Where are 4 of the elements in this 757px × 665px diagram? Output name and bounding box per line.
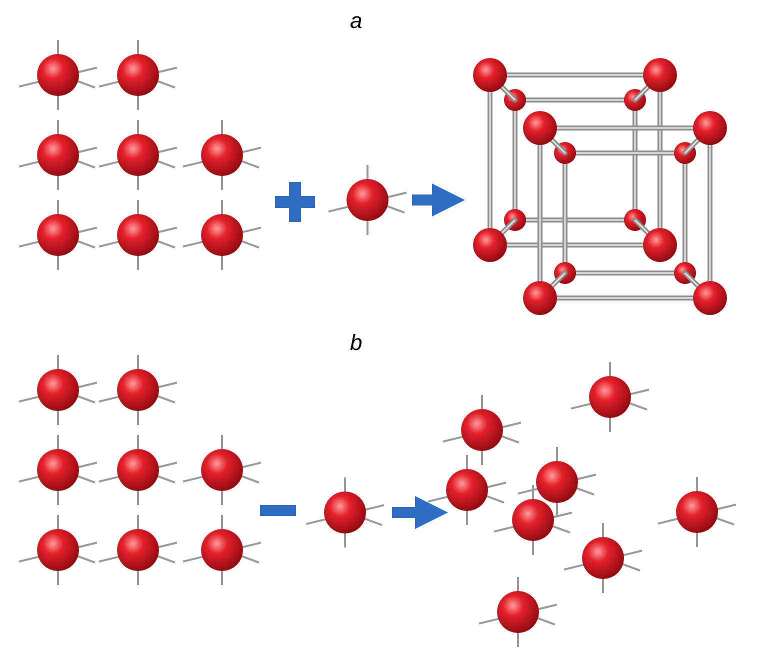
panel-label: b (350, 330, 362, 356)
panel-label: a (350, 8, 362, 34)
arrow (392, 496, 448, 529)
arrow (412, 184, 465, 216)
